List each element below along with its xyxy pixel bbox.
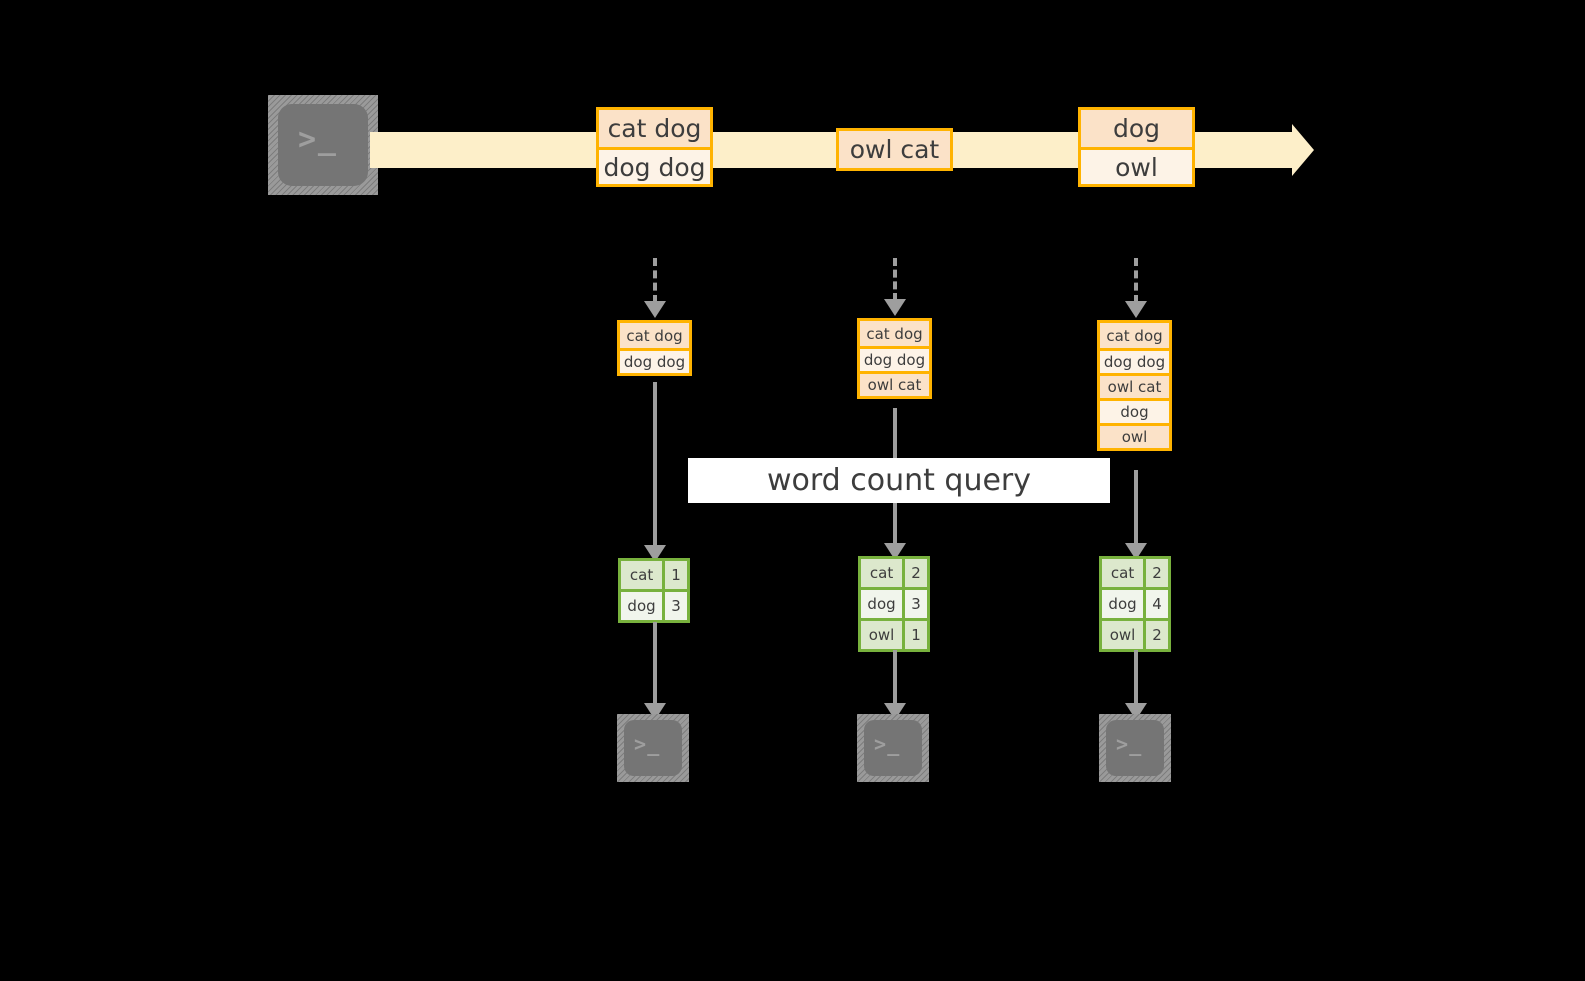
- table-row: owl 2: [1102, 618, 1168, 649]
- arrow-shaft: [1134, 650, 1138, 705]
- record-line: owl cat: [839, 131, 950, 168]
- snapshot-line: owl: [1100, 423, 1169, 448]
- terminal-prompt-glyph: >_: [634, 732, 661, 756]
- record-line: dog: [1081, 110, 1192, 147]
- terminal-prompt-glyph: >_: [298, 122, 338, 157]
- count-cell: 4: [1143, 590, 1168, 618]
- count-cell: 2: [1143, 559, 1168, 587]
- count-cell: 3: [662, 592, 687, 620]
- arrowhead-icon: [884, 543, 906, 560]
- consumer-terminal-icon-2: >_: [857, 714, 929, 782]
- producer-terminal-icon: >_: [268, 95, 378, 195]
- snapshot-line: cat dog: [1100, 323, 1169, 348]
- terminal-face: [864, 720, 922, 776]
- word-cell: cat: [1102, 559, 1144, 587]
- count-cell: 3: [902, 590, 927, 618]
- terminal-prompt-glyph: >_: [874, 732, 901, 756]
- table-row: cat 2: [861, 559, 927, 587]
- table-row: cat 2: [1102, 559, 1168, 587]
- snapshot-line: owl cat: [1100, 373, 1169, 398]
- word-cell: dog: [621, 592, 663, 620]
- arrow-shaft: [1134, 258, 1138, 303]
- table-row: owl 1: [861, 618, 927, 649]
- count-cell: 1: [662, 561, 687, 589]
- record-line: owl: [1081, 147, 1192, 184]
- consumer-terminal-icon-3: >_: [1099, 714, 1171, 782]
- arrow-shaft: [653, 382, 657, 547]
- word-cell: owl: [1102, 621, 1144, 649]
- table-row: cat 1: [621, 561, 687, 589]
- snapshot-3: cat dog dog dog owl cat dog owl: [1097, 320, 1172, 451]
- snapshot-line: dog dog: [1100, 348, 1169, 373]
- result-table-2: cat 2 dog 3 owl 1: [858, 556, 930, 652]
- stream-record-2: owl cat: [836, 128, 953, 171]
- result-table-3: cat 2 dog 4 owl 2: [1099, 556, 1171, 652]
- arrow-shaft: [653, 258, 657, 303]
- stream-record-3: dog owl: [1078, 107, 1195, 187]
- arrow-shaft: [893, 258, 897, 301]
- query-banner-label: word count query: [766, 463, 1032, 498]
- terminal-face: [278, 104, 368, 186]
- query-banner: word count query: [688, 458, 1110, 503]
- terminal-face: [1106, 720, 1164, 776]
- arrowhead-icon: [1125, 301, 1147, 318]
- word-cell: cat: [621, 561, 663, 589]
- arrowhead-icon: [1125, 543, 1147, 560]
- snapshot-line: dog: [1100, 398, 1169, 423]
- count-cell: 2: [902, 559, 927, 587]
- word-cell: dog: [861, 590, 903, 618]
- table-row: dog 3: [861, 587, 927, 618]
- arrowhead-icon: [644, 301, 666, 318]
- record-line: dog dog: [599, 147, 710, 184]
- consumer-terminal-icon-1: >_: [617, 714, 689, 782]
- snapshot-line: cat dog: [860, 321, 929, 346]
- snapshot-2: cat dog dog dog owl cat: [857, 318, 932, 399]
- count-cell: 1: [902, 621, 927, 649]
- word-cell: dog: [1102, 590, 1144, 618]
- terminal-prompt-glyph: >_: [1116, 732, 1143, 756]
- arrow-shaft: [653, 622, 657, 705]
- terminal-face: [624, 720, 682, 776]
- table-row: dog 4: [1102, 587, 1168, 618]
- snapshot-1: cat dog dog dog: [617, 320, 692, 376]
- arrow-shaft: [1134, 470, 1138, 545]
- word-cell: owl: [861, 621, 903, 649]
- arrowhead-icon: [644, 545, 666, 562]
- snapshot-line: dog dog: [620, 348, 689, 373]
- stream-arrowhead-icon: [1292, 124, 1314, 176]
- stream-record-1: cat dog dog dog: [596, 107, 713, 187]
- record-line: cat dog: [599, 110, 710, 147]
- arrow-shaft: [893, 650, 897, 705]
- count-cell: 2: [1143, 621, 1168, 649]
- table-row: dog 3: [621, 589, 687, 620]
- word-cell: cat: [861, 559, 903, 587]
- snapshot-line: cat dog: [620, 323, 689, 348]
- snapshot-line: owl cat: [860, 371, 929, 396]
- result-table-1: cat 1 dog 3: [618, 558, 690, 623]
- arrowhead-icon: [884, 299, 906, 316]
- snapshot-line: dog dog: [860, 346, 929, 371]
